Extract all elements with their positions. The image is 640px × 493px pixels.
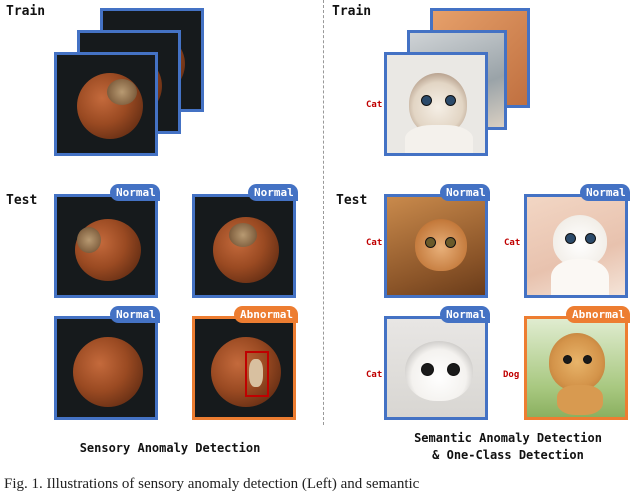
train-image-front [54, 52, 158, 156]
test-image-hazelnut-2 [192, 194, 296, 298]
test-image-hazelnut-3 [54, 316, 158, 420]
badge-normal: Normal [440, 184, 490, 201]
left-train-heading: Train [6, 4, 45, 19]
right-train-heading: Train [332, 4, 371, 19]
test-image-dog [524, 316, 628, 420]
test-class-label: Cat [366, 370, 382, 380]
test-image-hazelnut-defect [192, 316, 296, 420]
badge-normal: Normal [110, 306, 160, 323]
badge-abnormal: Abnormal [234, 306, 298, 323]
panel-divider [323, 0, 324, 425]
train-image-cat-front [384, 52, 488, 156]
figure-caption: Fig. 1. Illustrations of sensory anomaly… [4, 476, 419, 493]
train-class-label: Cat [366, 100, 382, 110]
badge-normal: Normal [440, 306, 490, 323]
defect-highlight-box [245, 351, 269, 397]
badge-normal: Normal [580, 184, 630, 201]
test-class-label: Cat [366, 238, 382, 248]
test-class-label: Cat [504, 238, 520, 248]
right-test-heading: Test [336, 193, 367, 208]
right-caption-line-2: & One-Class Detection [370, 447, 640, 464]
badge-normal: Normal [110, 184, 160, 201]
badge-normal: Normal [248, 184, 298, 201]
left-test-heading: Test [6, 193, 37, 208]
right-caption-line-1: Semantic Anomaly Detection [370, 430, 640, 447]
test-image-cat-1 [384, 194, 488, 298]
test-image-hazelnut-1 [54, 194, 158, 298]
test-class-label: Dog [503, 370, 519, 380]
test-image-cat-3 [384, 316, 488, 420]
badge-abnormal: Abnormal [566, 306, 630, 323]
test-image-cat-2 [524, 194, 628, 298]
left-caption: Sensory Anomaly Detection [40, 440, 300, 457]
